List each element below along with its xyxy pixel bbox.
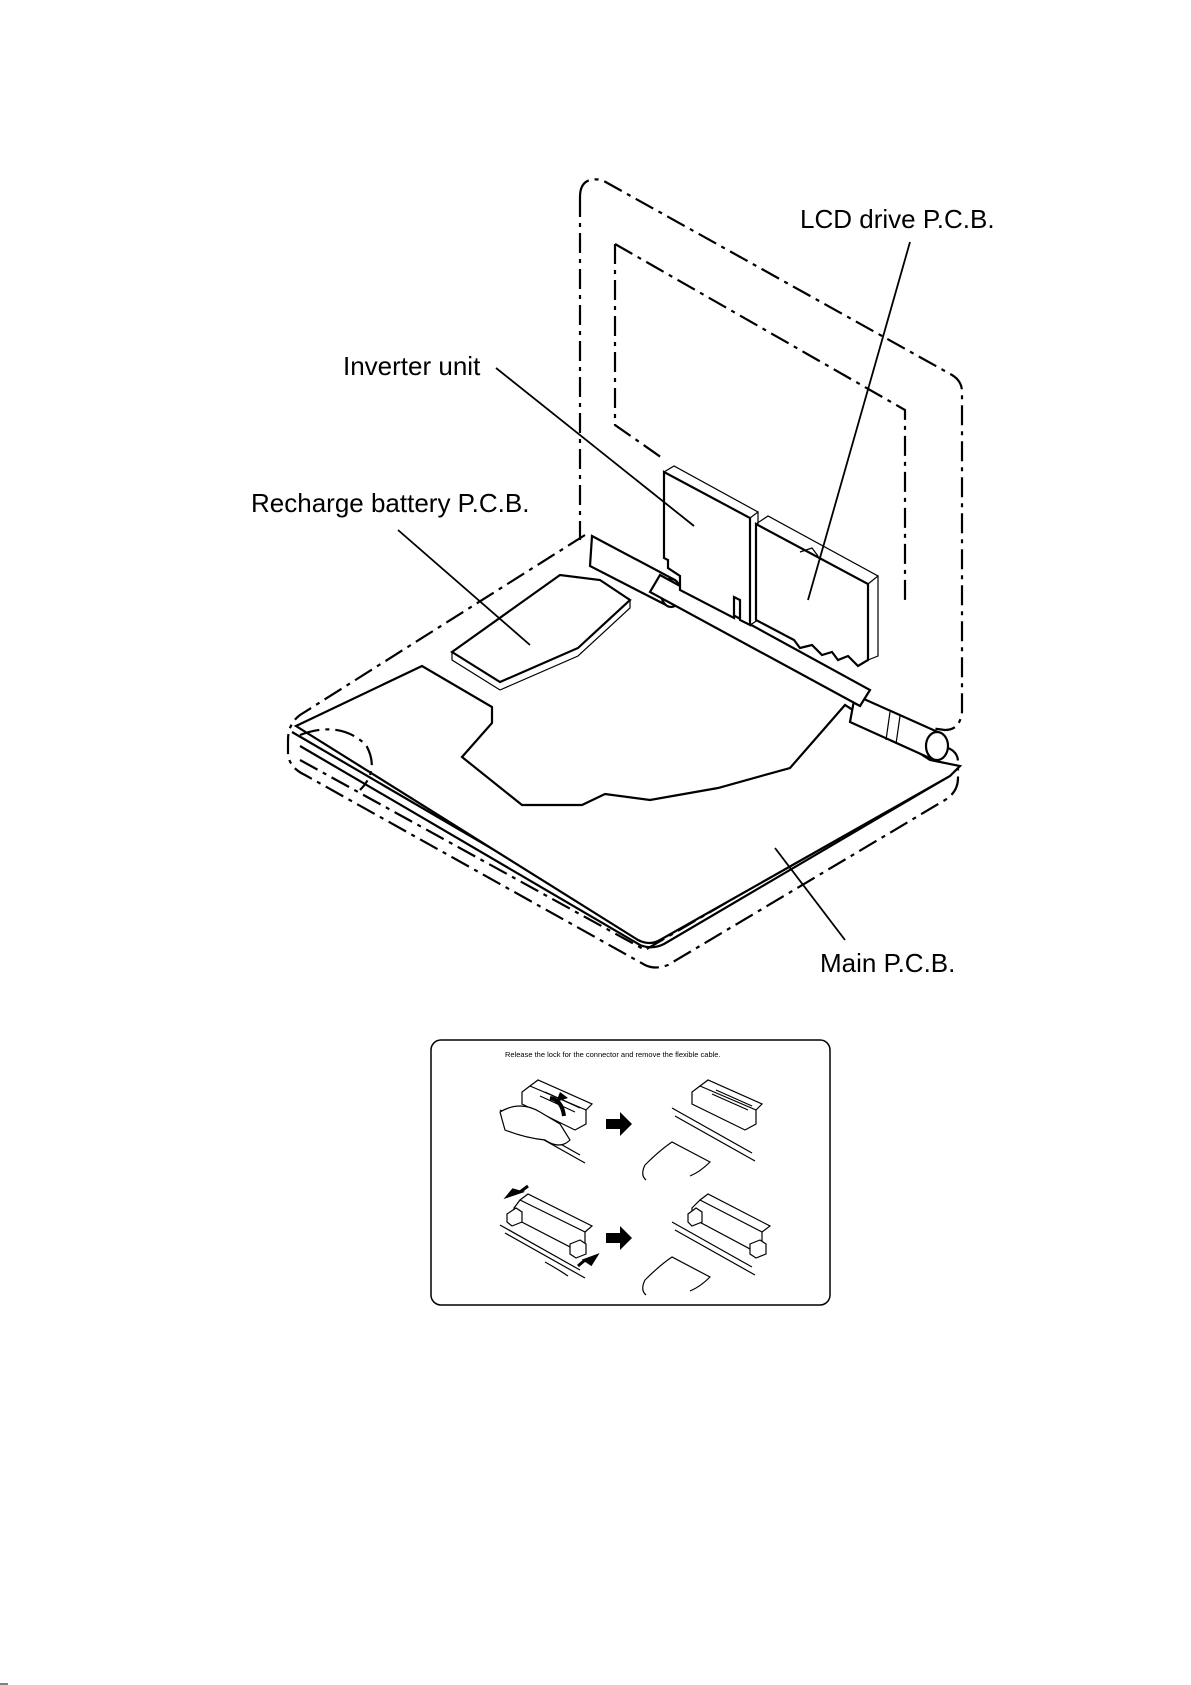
label-recharge-battery-pcb: Recharge battery P.C.B. [251,488,529,518]
leader-recharge [398,530,530,645]
connector-release-inset: Release the lock for the connector and r… [431,1040,830,1305]
leader-main-pcb [775,848,845,940]
label-inverter-unit: Inverter unit [343,351,481,381]
leader-lcd-drive [808,242,910,600]
recharge-battery-pcb [452,575,630,682]
exploded-diagram: LCD drive P.C.B. Inverter unit Recharge … [251,179,995,978]
label-main-pcb: Main P.C.B. [820,948,955,978]
label-lcd-drive-pcb: LCD drive P.C.B. [800,204,995,234]
inset-frame [431,1040,830,1305]
inset-title: Release the lock for the connector and r… [505,1050,721,1059]
